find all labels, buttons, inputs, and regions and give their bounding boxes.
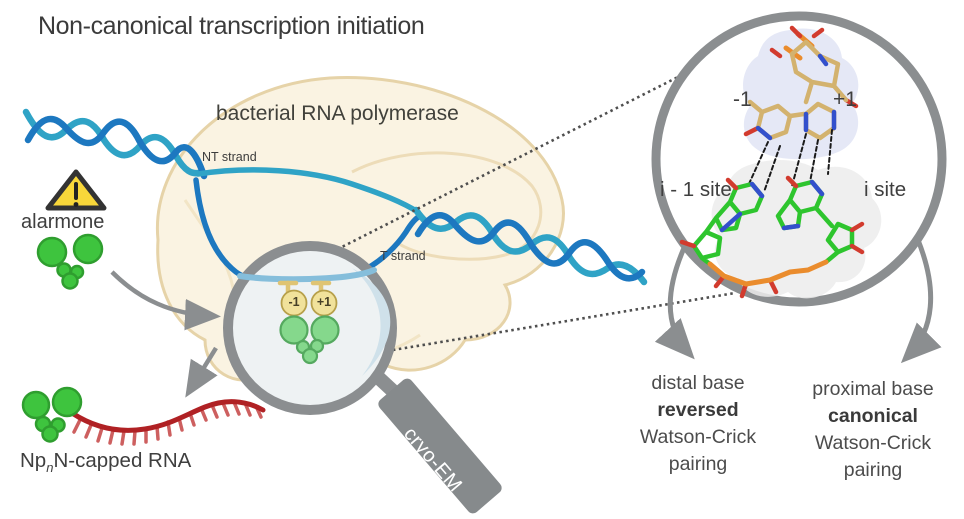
warning-icon	[45, 169, 107, 211]
lens-t-strand	[237, 267, 377, 283]
hydrogen-bonds	[747, 129, 833, 193]
upstream-dna-helix	[22, 108, 208, 180]
alarmone-molecule	[36, 233, 104, 290]
active-site-positions	[280, 289, 338, 317]
polymerase-label: bacterial RNA polymerase	[216, 102, 459, 125]
bound-alarmone	[279, 315, 340, 365]
structure-zoom-circle	[651, 11, 947, 307]
nt-strand	[195, 167, 421, 215]
structure-minus1-label: -1	[733, 88, 752, 111]
alarmone-label: alarmone	[21, 211, 105, 233]
magnifier	[223, 241, 502, 514]
magnifier-handle	[378, 378, 502, 514]
subscript-n: n	[46, 460, 54, 476]
zoom-projection-lines	[331, 75, 736, 353]
i-site-label: i site	[864, 178, 907, 201]
distal-arrow	[654, 247, 695, 360]
distal-base-annotation: distal base reversed Watson-Crick pairin…	[639, 372, 757, 475]
proximal-arrow	[900, 239, 942, 364]
capped-rna	[21, 386, 266, 446]
downstream-dna-helix	[412, 206, 648, 286]
t-strand-label: T strand	[380, 249, 426, 263]
proximal-base-annotation: proximal base canonical Watson-Crick pai…	[812, 378, 934, 481]
product-arrow	[185, 346, 218, 398]
i-minus-1-site-label: i - 1 site	[660, 178, 732, 201]
lens-highlight	[352, 268, 391, 376]
active-site-plus1-label: +1	[316, 295, 332, 309]
rna-cap-alarmone	[21, 386, 83, 443]
density-map-bottom	[711, 159, 882, 299]
rna-teeth	[72, 400, 263, 446]
capped-rna-label: NpnN-capped RNA	[20, 449, 192, 476]
polymerase-inner-channel	[351, 151, 543, 257]
alarmone-entry-arrow	[110, 270, 221, 331]
rna-backbone	[69, 399, 266, 433]
stick-model	[679, 25, 865, 299]
magnifier-lens	[223, 241, 397, 415]
nt-strand-label: NT strand	[202, 150, 257, 164]
figure-title: Non-canonical transcription initiation	[38, 12, 425, 40]
active-site-minus1-label: -1	[288, 295, 300, 309]
structure-plus1-label: +1	[833, 88, 857, 111]
